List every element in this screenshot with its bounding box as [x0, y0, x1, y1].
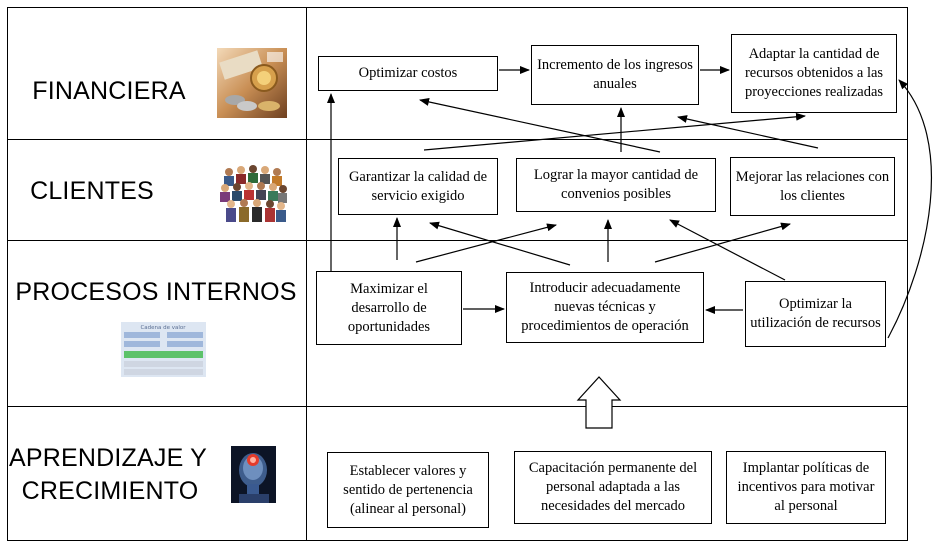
arrow-clientes-to-adaptar	[423, 112, 806, 151]
arrow-introducir-to-calidad	[429, 221, 571, 266]
human-head-brain-image	[231, 446, 276, 503]
label-crecimiento: CRECIMIENTO	[21, 477, 199, 505]
column-divider	[306, 7, 307, 541]
arrow-optimizar-to-adaptar-curve	[887, 79, 932, 339]
border-left	[7, 7, 8, 541]
money-coins-image	[217, 48, 287, 118]
label-financiera: FINANCIERA	[32, 77, 186, 105]
arrow-optimizar-to-convenios	[669, 219, 786, 281]
objective-adaptar-recursos: Adaptar la cantidad de recursos obtenido…	[731, 34, 897, 113]
objective-optimizar-recursos: Optimizar la utilización de recursos	[745, 281, 886, 347]
objective-implantar-politicas: Implantar políticas de incentivos para m…	[726, 451, 886, 524]
label-clientes: CLIENTES	[30, 177, 154, 205]
objective-capacitacion: Capacitación permanente del personal ada…	[514, 451, 712, 524]
border-right	[907, 7, 908, 541]
objective-maximizar-oportunidades: Maximizar el desarrollo de oportunidades	[316, 271, 462, 345]
arrow-relaciones-to-ingresos	[677, 115, 819, 149]
objective-garantizar-calidad: Garantizar la calidad de servicio exigid…	[338, 158, 498, 215]
arrow-maximizar-to-convenios	[415, 223, 557, 263]
border-top	[7, 7, 908, 8]
objective-optimizar-costos: Optimizar costos	[318, 56, 498, 91]
block-arrow-aprendizaje-to-procesos	[576, 376, 622, 429]
objective-establecer-valores: Establecer valores y sentido de pertenen…	[327, 452, 489, 528]
value-chain-diagram-image: Cadena de valor	[121, 322, 206, 377]
row-divider-2	[7, 240, 908, 241]
cadena-de-valor-title: Cadena de valor	[140, 325, 186, 331]
objective-mejorar-relaciones: Mejorar las relaciones con los clientes	[730, 157, 895, 216]
objective-introducir-tecnicas: Introducir adecuadamente nuevas técnicas…	[506, 272, 704, 343]
row-divider-1	[7, 139, 908, 140]
objective-incremento-ingresos: Incremento de los ingresos anuales	[531, 45, 699, 105]
label-aprendizaje: APRENDIZAJE Y	[8, 444, 208, 472]
row-divider-3	[7, 406, 908, 407]
arrow-convenios-to-costos	[419, 97, 661, 153]
border-bottom	[7, 540, 908, 541]
arrow-introducir-to-relaciones	[654, 222, 791, 263]
objective-lograr-convenios: Lograr la mayor cantidad de convenios po…	[516, 158, 716, 212]
label-procesos-internos: PROCESOS INTERNOS	[15, 278, 297, 306]
people-crowd-image	[219, 162, 287, 222]
